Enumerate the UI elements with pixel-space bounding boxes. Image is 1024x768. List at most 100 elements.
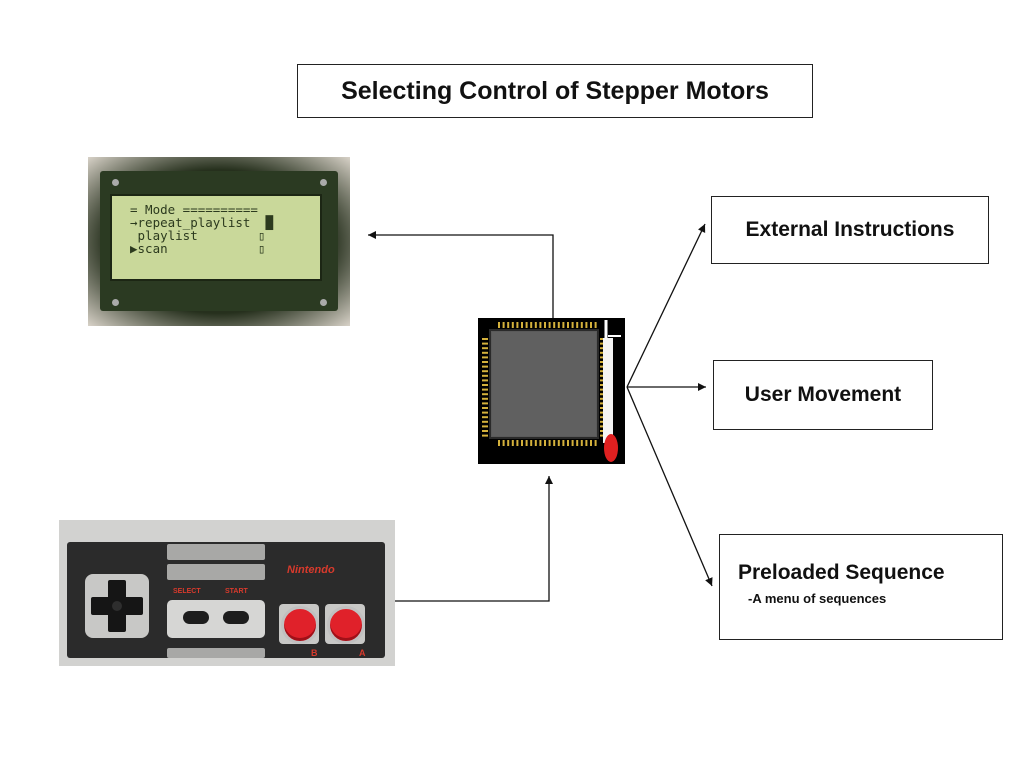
chip-pin [482,402,488,405]
start-button [223,611,249,624]
chip-pin [590,322,592,328]
chip-pin [600,430,604,432]
chip-pin [482,425,488,428]
chip-pin [498,322,500,328]
dpad-icon [91,580,143,632]
b-label: B [311,648,318,658]
chip-pin [539,440,542,446]
lcd-line: playlist ▯ [130,228,266,243]
chip-pin [516,322,519,328]
chip-pin [511,440,514,446]
lcd-line: ▶scan ▯ [130,241,266,256]
chip-pin [482,397,488,400]
chip-pin [544,322,546,328]
chip-pin [600,356,604,359]
chip-pin [585,440,588,446]
preloaded-sequence-box: Preloaded Sequence -A menu of sequences [719,534,1003,640]
chip-pin [530,440,533,446]
a-button [327,606,365,644]
diagram-title: Selecting Control of Stepper Motors [341,76,769,105]
chip-pin [600,393,604,396]
start-label: START [225,588,248,595]
chip-pin [600,338,604,340]
chip-pin [548,322,551,328]
controller-stripe [167,544,265,560]
lcd-mount-hole [112,179,119,186]
chip-pin [482,338,488,340]
chip-pin [482,361,488,363]
chip-pin [482,356,488,359]
chip-pin [498,440,500,446]
chip-pin [482,434,488,437]
chip-pin [600,434,604,437]
chip-pin [482,351,488,354]
chip-pin [600,416,604,419]
chip-pin [600,374,604,377]
chip-pin [482,388,488,391]
external-instructions-label: External Instructions [745,218,955,241]
chip-pin [502,322,505,328]
user-movement-label: User Movement [744,383,902,406]
chip-pin [507,440,510,446]
chip-pin [482,365,488,368]
chip-pin [567,440,569,446]
chip-pin [576,322,579,328]
preloaded-sequence-label: Preloaded Sequence [738,561,945,584]
chip-pin [502,440,505,446]
lcd-line: →repeat_playlist █ [130,215,273,230]
external-instructions-box: External Instructions [711,196,989,264]
b-button [281,606,319,644]
microcontroller-chip-image [478,318,625,464]
chip-pin [539,322,542,328]
chip-pin [482,370,488,373]
lcd-mount-hole [320,299,327,306]
chip-pin [525,440,528,446]
chip-icon [482,320,621,462]
arrow-chip-to-external [626,223,706,388]
chip-pin [600,370,604,373]
lcd-line: = Mode ========== [130,202,258,217]
chip-pin [482,407,488,409]
chip-pin [511,322,514,328]
nes-controller-photo: SELECT START Nintendo B A [59,520,395,666]
controller-face: SELECT START Nintendo B A [67,542,385,658]
chip-pin [594,440,597,446]
chip-pin [534,322,537,328]
user-movement-box: User Movement [713,360,933,430]
arrow-chip-to-preloaded [626,386,713,587]
chip-pin [580,440,583,446]
chip-pin [482,411,488,414]
chip-pin [600,425,604,428]
chip-pin [557,322,560,328]
lcd-mount-hole [112,299,119,306]
chip-pin [600,384,604,386]
chip-pin [600,420,604,423]
a-label: A [359,648,366,658]
chip-pin [600,397,604,400]
chip-pin [600,351,604,354]
chip-pin [600,347,604,350]
chip-pin [548,440,551,446]
chip-pin [576,440,579,446]
chip-pin [521,322,523,328]
chip-pin [600,365,604,368]
lcd-mount-hole [320,179,327,186]
chip-pin [562,440,565,446]
chip-pin [530,322,533,328]
chip-pin [525,322,528,328]
arrow-chip-to-lcd [368,231,554,318]
nintendo-logo: Nintendo [287,564,335,576]
chip-pin [571,440,574,446]
controller-stripe [167,648,265,658]
chip-pin [534,440,537,446]
chip-pin [557,440,560,446]
chip-pin [482,416,488,419]
chip-pin [482,342,488,345]
select-button [183,611,209,624]
chip-pin [482,379,488,382]
chip-pin [553,322,556,328]
arrow-controller-to-chip [395,476,553,602]
lcd-screen: = Mode ========== →repeat_playlist █ pla… [110,194,322,281]
chip-pin [553,440,556,446]
lcd-module-photo: = Mode ========== →repeat_playlist █ pla… [88,157,350,326]
